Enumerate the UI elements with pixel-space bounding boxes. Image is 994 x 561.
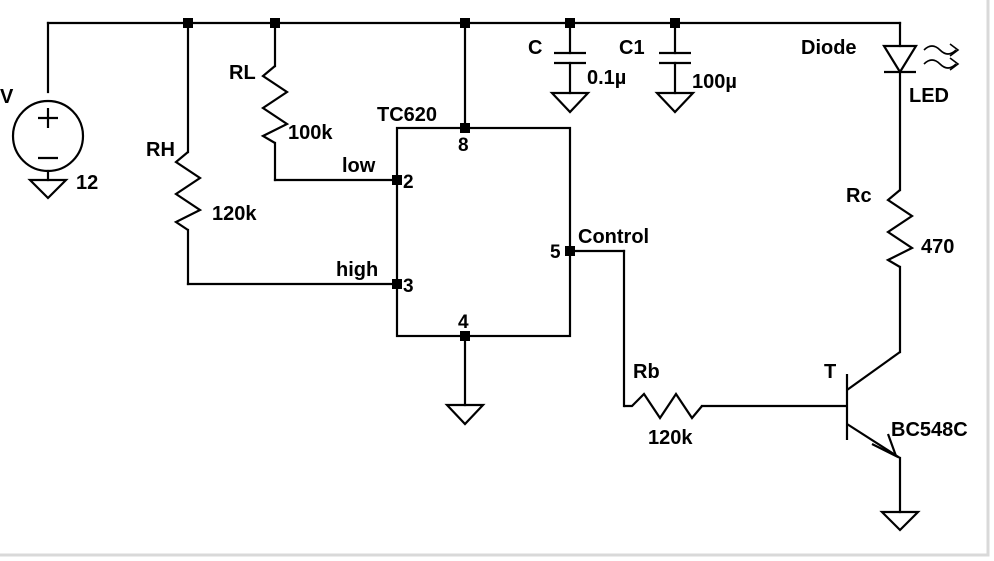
rc-value: 470: [921, 236, 954, 258]
ic-pin-2: 2: [403, 172, 414, 193]
c-value: 0.1µ: [587, 67, 626, 89]
rc-name: Rc: [846, 185, 872, 207]
rh-value: 120k: [212, 203, 257, 225]
diode-value: LED: [909, 85, 949, 107]
junction-ic: [460, 18, 470, 28]
transistor-npn: [845, 351, 901, 459]
net-label-low: low: [342, 155, 376, 177]
pin-node-3: [392, 279, 402, 289]
ic-name: TC620: [377, 104, 437, 126]
led-light-rays-icon: [923, 43, 960, 71]
pin-node-2: [392, 175, 402, 185]
ground-c1: [654, 91, 696, 114]
resistor-rc: [885, 189, 915, 268]
ground-source: [27, 178, 69, 200]
resistor-rh: [173, 151, 203, 231]
junction-rh: [183, 18, 193, 28]
source-value: 12: [76, 172, 98, 194]
net-label-high: high: [336, 259, 378, 281]
junction-c: [565, 18, 575, 28]
ic-pin-8: 8: [458, 135, 469, 156]
resistor-rl: [260, 65, 290, 144]
ic-tc620-body: [395, 126, 572, 338]
c1-name: C1: [619, 37, 645, 59]
voltage-source: [11, 99, 85, 182]
source-name: V: [0, 86, 14, 108]
transistor-value: BC548C: [891, 419, 968, 441]
ground-transistor: [879, 510, 921, 532]
ground-c: [549, 91, 591, 114]
resistor-rb: [624, 392, 703, 420]
ic-pin-5: 5: [550, 242, 561, 263]
ground-ic: [444, 403, 486, 426]
pin-node-5: [565, 246, 575, 256]
c-name: C: [528, 37, 542, 59]
junction-rl: [270, 18, 280, 28]
rb-name: Rb: [633, 361, 660, 383]
pin-node-4: [460, 331, 470, 341]
rl-name: RL: [229, 62, 256, 84]
transistor-name: T: [824, 361, 836, 383]
rl-value: 100k: [288, 122, 333, 144]
ic-pin-3: 3: [403, 276, 414, 297]
rh-name: RH: [146, 139, 175, 161]
junction-c1: [670, 18, 680, 28]
c1-value: 100µ: [692, 71, 737, 93]
pin-node-8: [460, 123, 470, 133]
rb-value: 120k: [648, 427, 693, 449]
ic-pin-4: 4: [458, 312, 469, 333]
diode-name: Diode: [801, 37, 857, 59]
led-triangle: [882, 44, 918, 75]
net-label-control: Control: [578, 226, 649, 248]
